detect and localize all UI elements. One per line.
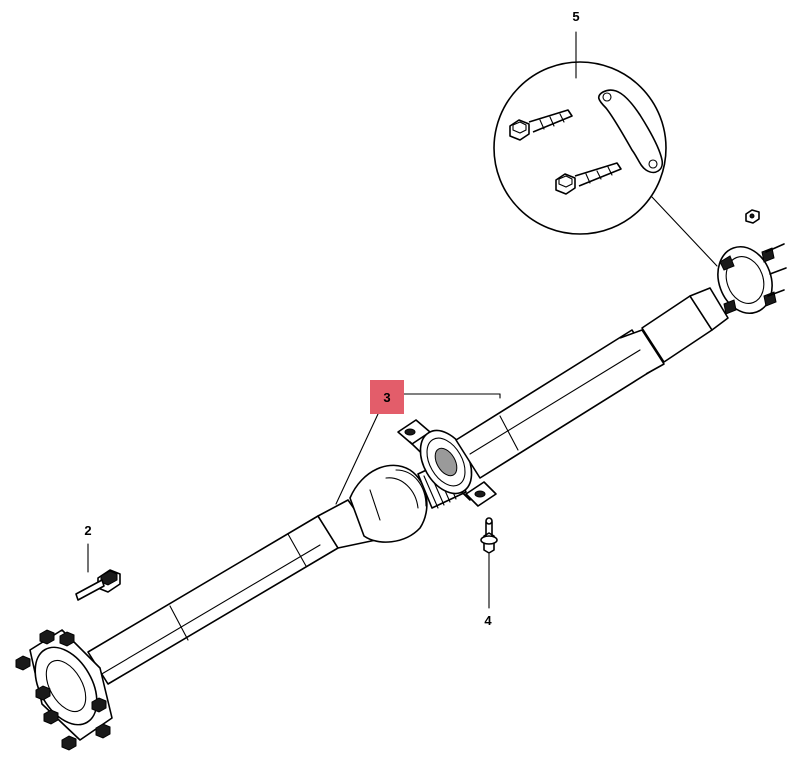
bolt-icon <box>480 517 498 609</box>
callout-3-leaders <box>335 393 501 505</box>
detail-circle-callout-5 <box>493 31 718 267</box>
bolt-icon <box>75 543 121 601</box>
front-flange-icon <box>15 629 113 751</box>
callout-3-label: 3 <box>383 390 390 405</box>
callout-2-label: 2 <box>84 523 91 538</box>
callout-4[interactable]: 4 <box>484 613 492 628</box>
bracket-plate-icon <box>597 89 664 174</box>
callout-4-label: 4 <box>484 613 492 628</box>
callout-5[interactable]: 5 <box>572 9 579 24</box>
bolt-icon <box>555 162 622 195</box>
callout-5-label: 5 <box>572 9 579 24</box>
rear-flange-icon <box>717 243 787 315</box>
bolt-icon <box>509 109 573 141</box>
callout-3-highlight <box>370 380 404 414</box>
nut-icon <box>745 209 760 224</box>
callout-2[interactable]: 2 <box>84 523 91 538</box>
callout-3[interactable]: 3 <box>370 380 404 414</box>
drive-shaft-assembly <box>15 209 787 751</box>
